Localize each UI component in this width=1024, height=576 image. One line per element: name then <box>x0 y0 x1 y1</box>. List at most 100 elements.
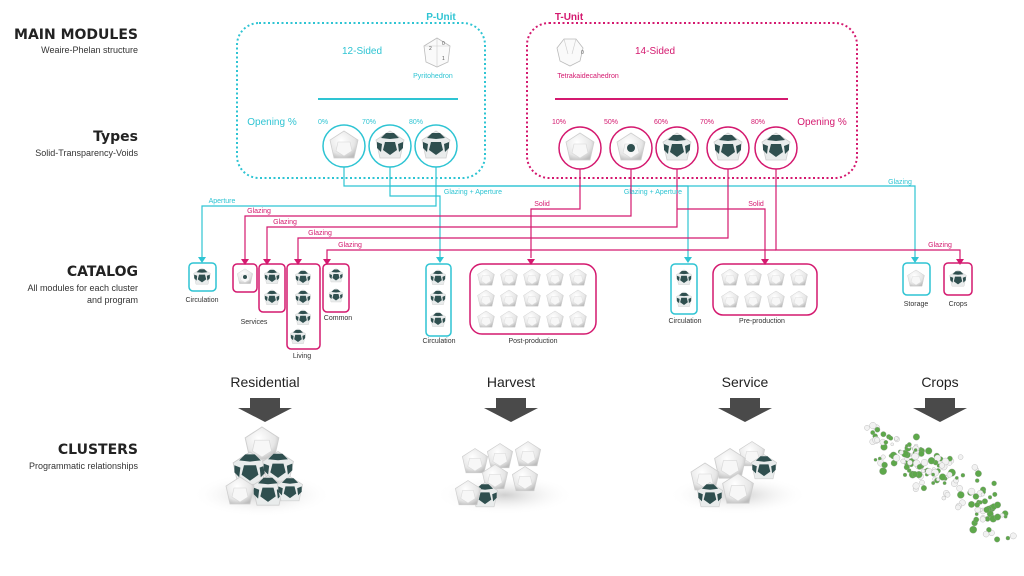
preprod-module <box>767 290 785 308</box>
row-title-catalog: CATALOG <box>67 264 138 280</box>
cluster-title-crops: Crops <box>921 374 958 390</box>
cluster-title-harvest: Harvest <box>487 374 535 390</box>
arrow-circ2 <box>436 257 444 263</box>
t-pct-60: 60% <box>654 119 668 126</box>
crops-cell <box>986 527 992 533</box>
crops-cell <box>880 454 886 460</box>
crops-cell <box>975 470 982 477</box>
catalog-common-label: Common <box>324 315 353 322</box>
arrow-services <box>241 259 249 265</box>
crops-cell <box>902 472 908 477</box>
line-glazing-living <box>297 169 729 260</box>
connector-lines <box>201 167 961 260</box>
label-glazing-right: Glazing <box>888 179 912 186</box>
face-label-c: 1 <box>442 56 445 62</box>
catalog-crops-module <box>949 269 967 287</box>
catalog-circ2-module-2 <box>430 289 446 305</box>
down-arrow-service <box>718 398 772 422</box>
row-title-types: Types <box>93 129 138 145</box>
crops-cell <box>1005 535 1011 541</box>
crops-cell <box>912 433 920 441</box>
t-unit-box <box>526 22 858 179</box>
crops-cell <box>870 430 876 435</box>
line-glazing-common <box>326 249 776 260</box>
catalog-living-module-2 <box>295 289 311 305</box>
t-pct-70: 70% <box>700 119 714 126</box>
postprod-module <box>569 310 587 328</box>
crops-cell <box>912 482 920 490</box>
row-sub-main: Weaire-Phelan structure <box>41 45 138 55</box>
preprod-module <box>721 290 739 308</box>
crops-cell <box>939 462 945 469</box>
label-solid-1: Solid <box>534 201 550 208</box>
catalog-living-module-4 <box>290 328 306 344</box>
crops-cell <box>921 468 926 473</box>
line-solid-postprod <box>530 169 581 258</box>
crops-cell <box>874 437 880 443</box>
crops-cell <box>874 426 881 433</box>
line-glazing-aperture-circ2 <box>389 167 441 258</box>
postprod-module <box>523 289 541 307</box>
crops-cell <box>931 481 936 485</box>
postprod-module <box>500 268 518 286</box>
catalog-common-module-1 <box>328 268 344 283</box>
crops-cell <box>980 492 985 497</box>
crops-cell <box>918 450 925 457</box>
line-glazing-aperture-circ3 <box>343 167 689 258</box>
t-unit-name: Tetrakaidecahedron <box>557 73 619 80</box>
label-aperture: Aperture <box>209 198 236 205</box>
catalog-circulation-3-box <box>670 263 698 315</box>
postprod-module <box>477 268 495 286</box>
crops-cell <box>954 476 959 480</box>
t-pct-80: 80% <box>751 119 765 126</box>
harv-mod-2 <box>487 443 513 469</box>
label-glazing-crops: Glazing <box>928 242 952 249</box>
label-glazing-4: Glazing <box>338 242 362 249</box>
postprod-module <box>546 310 564 328</box>
catalog-circ3-module-1 <box>676 269 692 285</box>
down-arrow-harvest <box>484 398 538 422</box>
crops-cell <box>992 491 998 497</box>
line-aperture-circ1 <box>201 167 437 258</box>
crops-cell <box>879 467 887 475</box>
t-unit-title: T-Unit <box>555 12 584 23</box>
crops-cell <box>888 435 894 441</box>
catalog-crops-box <box>943 262 973 296</box>
line-glazing-services <box>244 169 632 260</box>
crops-cell <box>957 454 964 460</box>
crops-cell <box>931 472 935 477</box>
t-pct-10: 10% <box>552 119 566 126</box>
crops-cell <box>987 495 993 500</box>
crops-cell <box>973 516 980 523</box>
catalog-common-box <box>322 263 350 313</box>
catalog-living-label: Living <box>293 353 311 360</box>
crops-cell <box>994 513 1001 521</box>
catalog-circulation-1-label: Circulation <box>185 297 218 304</box>
catalog-services-module-b2 <box>264 289 280 305</box>
catalog-circulation-2-label: Circulation <box>422 338 455 345</box>
crops-cell <box>983 506 990 513</box>
crops-cell <box>920 485 927 492</box>
crops-cell <box>981 498 988 505</box>
crops-cell <box>919 479 925 486</box>
t-face-label: 0 <box>581 50 584 56</box>
crops-cell <box>974 502 980 508</box>
catalog-circulation-1-box <box>188 262 217 292</box>
line-solid-preprod <box>677 208 766 260</box>
catalog-postproduction-modules <box>477 268 587 328</box>
arrow-services2 <box>263 259 271 265</box>
harv-mod-3 <box>515 441 541 467</box>
pyritohedron-icon <box>423 37 451 68</box>
face-label-b: 0 <box>442 41 445 47</box>
arrow-crops <box>956 259 964 265</box>
crops-cell <box>979 516 986 523</box>
cluster-title-residential: Residential <box>230 374 299 390</box>
p-pct-80: 80% <box>409 119 423 126</box>
crops-cell <box>907 468 912 473</box>
preprod-module <box>767 268 785 286</box>
preprod-module <box>790 268 808 286</box>
catalog-services-hole-a <box>243 275 247 279</box>
row-sub-clusters: Programmatic relationships <box>29 461 139 471</box>
label-solid-2: Solid <box>748 201 764 208</box>
catalog-circulation-2-box <box>425 263 452 337</box>
